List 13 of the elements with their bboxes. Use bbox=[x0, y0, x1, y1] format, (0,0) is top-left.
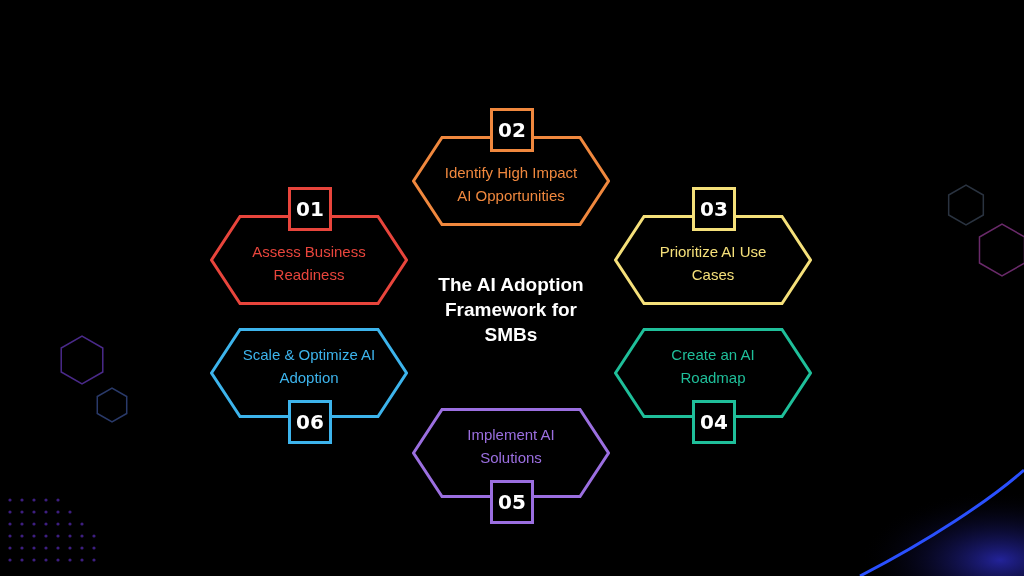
step-label: Implement AI Solutions bbox=[466, 425, 556, 468]
step-number: 03 bbox=[692, 187, 736, 231]
step-label: Assess Business Readiness bbox=[251, 242, 367, 285]
step-number: 06 bbox=[288, 400, 332, 444]
step-label: Create an AI Roadmap bbox=[670, 345, 756, 388]
step-number: 04 bbox=[692, 400, 736, 444]
step-label: Identify High Impact AI Opportunities bbox=[443, 163, 579, 206]
step-number: 05 bbox=[490, 480, 534, 524]
step-number: 01 bbox=[288, 187, 332, 231]
step-number: 02 bbox=[490, 108, 534, 152]
step-label: Prioritize AI Use Cases bbox=[658, 242, 768, 285]
step-label: Scale & Optimize AI Adoption bbox=[241, 345, 377, 388]
diagram-title: The AI Adoption Framework for SMBs bbox=[437, 273, 585, 347]
